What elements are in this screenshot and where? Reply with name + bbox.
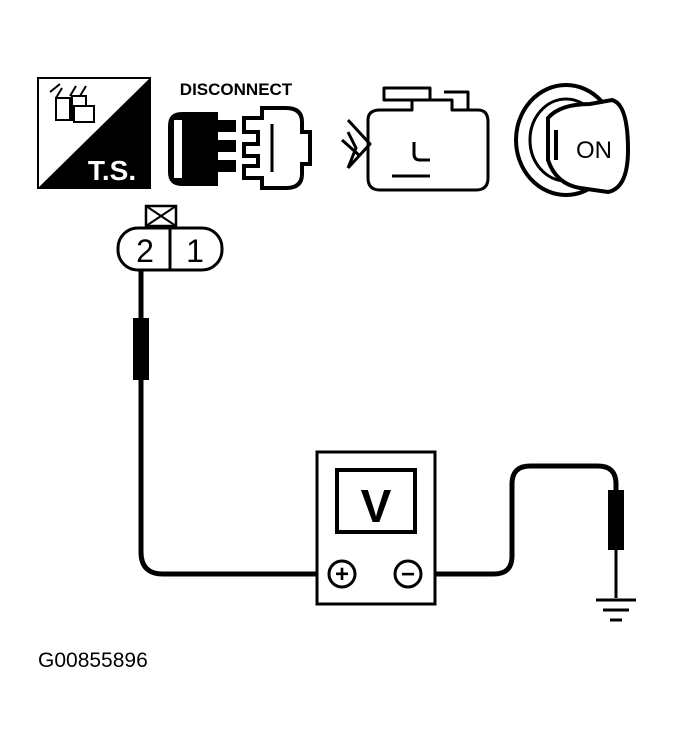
negative-terminal-icon xyxy=(393,559,423,589)
connector-pin-1: 1 xyxy=(186,233,204,269)
test-lead-positive xyxy=(133,270,330,577)
ignition-on-label: ON xyxy=(576,137,612,164)
negative-terminal-symbol: − xyxy=(401,561,415,588)
voltmeter: V + − xyxy=(315,450,437,606)
plug-left-icon xyxy=(168,112,236,186)
probe-negative-icon xyxy=(608,490,624,550)
connector-pin-2: 2 xyxy=(136,233,154,269)
probe-positive-icon xyxy=(133,318,149,380)
disconnect-label: DISCONNECT xyxy=(180,80,293,99)
ground-symbol-icon xyxy=(596,598,636,622)
positive-terminal-icon xyxy=(327,559,357,589)
ignition-key-on-icon: ON xyxy=(514,83,631,197)
test-set-icon: T.S. xyxy=(37,77,151,189)
plug-right-icon xyxy=(242,106,312,190)
test-lead-negative xyxy=(420,463,636,622)
disconnect-icon: DISCONNECT xyxy=(168,80,312,190)
positive-terminal-symbol: + xyxy=(335,561,349,588)
connector-sketch-icon xyxy=(49,83,95,123)
figure-id: G00855896 xyxy=(38,649,148,672)
voltmeter-display xyxy=(335,468,417,534)
ts-label: T.S. xyxy=(88,155,136,186)
voltmeter-display-label: V xyxy=(361,480,392,532)
engine-icon xyxy=(341,86,490,192)
harness-connector: 2 1 xyxy=(116,204,224,272)
